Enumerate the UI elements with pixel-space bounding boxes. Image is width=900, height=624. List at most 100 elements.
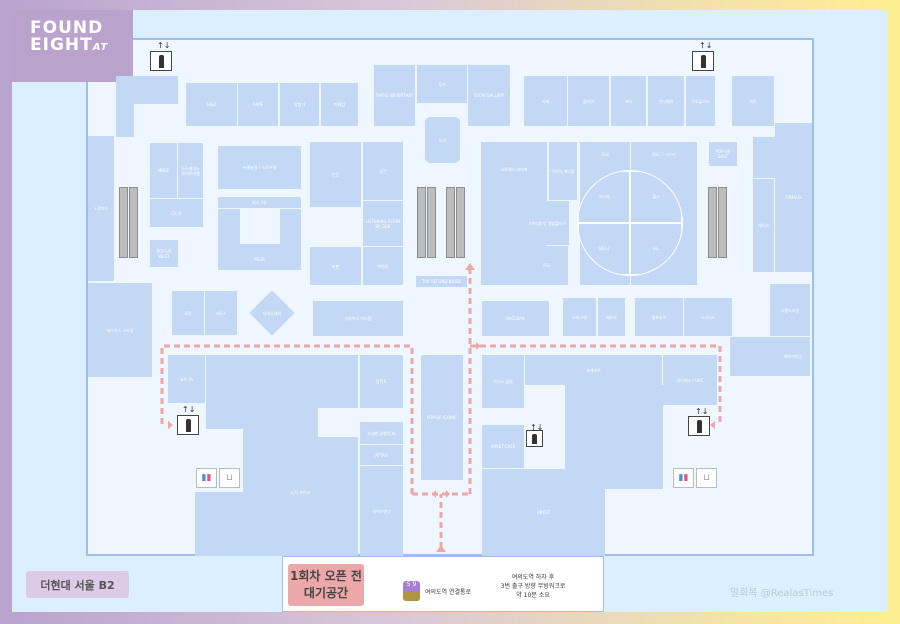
store[interactable]: 크로스	[205, 291, 237, 335]
store[interactable]: 사베	[524, 76, 567, 126]
store-label: 다이스데이	[262, 310, 282, 316]
store[interactable]: 포터	[611, 76, 646, 126]
logo-line1: FOUND	[30, 18, 104, 38]
store[interactable]: 배포토	[598, 298, 625, 336]
tax-refund-kiosk[interactable]: TAX REFUND KIOSK	[416, 276, 467, 287]
up-down-arrows-icon: ↑↓	[695, 407, 709, 416]
store[interactable]: CK 진	[150, 199, 203, 227]
up-down-arrows-icon: ↑↓	[699, 41, 713, 50]
directions-text: 여의도역 하차 후 3번 출구 방향 무빙워크로 약 10분 소요	[483, 573, 583, 600]
store[interactable]: 에이치스 스타일	[88, 283, 152, 377]
store[interactable]: 구호플러스	[686, 76, 715, 126]
store[interactable]: 언더웨어	[648, 76, 684, 126]
escalator-icon	[417, 187, 436, 258]
store[interactable]: 스미스앤	[563, 298, 596, 336]
store[interactable]: THISIS NEVERTHAT	[374, 65, 415, 126]
store[interactable]: 니치 라이프	[243, 429, 358, 556]
restroom-icon: ▮▮	[673, 468, 694, 488]
store[interactable]: 탐탁토	[360, 355, 403, 408]
store[interactable]: 코스메	[578, 171, 630, 223]
store[interactable]: 노랑지수	[88, 136, 114, 281]
elevator-icon[interactable]	[688, 416, 710, 436]
store[interactable]: 던킨	[310, 142, 361, 207]
store[interactable]: 누메뉴얼 / 드로우핏	[218, 146, 301, 189]
store[interactable]: FPMAUS	[775, 123, 812, 272]
store[interactable]: BeCLEAN	[482, 301, 549, 336]
arrow-left-icon	[432, 490, 436, 498]
arrow-up-icon	[436, 545, 446, 552]
store[interactable]: 조세핀 꽃향기 바	[360, 422, 403, 444]
store[interactable]: 플라워	[568, 76, 609, 126]
store[interactable]: FSS	[526, 246, 568, 285]
store[interactable]	[195, 492, 243, 556]
store[interactable]: 20CM GALLERY	[468, 65, 510, 126]
arrow-up-icon	[465, 263, 475, 270]
store[interactable]: 레이스앤디	[360, 466, 403, 556]
store[interactable]: LISTENING ROOM BY ODE	[363, 201, 403, 246]
subway-icon: 5 9	[403, 581, 420, 601]
elevator-icon[interactable]	[526, 430, 543, 447]
store[interactable]: 헬스	[630, 171, 682, 223]
store[interactable]: ARKET CAFE	[482, 425, 524, 468]
store[interactable]: MEEE	[150, 143, 177, 198]
store[interactable]: POP-UP EAST	[709, 142, 737, 166]
store[interactable]: 딱지의 메이플	[549, 142, 577, 200]
store[interactable]: 오가	[425, 117, 460, 163]
store[interactable]: 탐험가	[280, 83, 319, 126]
watermark: 말희복 @RealasTimes	[730, 588, 834, 599]
store[interactable]: [아이엠어] 앨범플러스	[526, 201, 569, 245]
logo-suffix: AT	[92, 42, 109, 53]
store[interactable]: 마뗑킴	[363, 247, 403, 285]
directions-line: 3번 출구 방향 무빙워크로	[500, 583, 566, 590]
store[interactable]: POP-UP ICONIC	[421, 355, 463, 480]
elevator-icon[interactable]	[177, 415, 199, 435]
store[interactable]: 요트 Ya	[168, 355, 205, 403]
floor-label: 더현대 서울 B2	[26, 571, 129, 598]
elevator-icon[interactable]	[150, 51, 172, 71]
void	[240, 209, 280, 244]
store[interactable]: ARKET	[482, 469, 605, 556]
elevator-icon[interactable]	[692, 51, 714, 71]
store[interactable]: 공간	[363, 142, 403, 200]
waiting-title-line1: 1회차 오픈 전	[290, 569, 362, 583]
up-down-arrows-icon: ↑↓	[530, 423, 544, 432]
store[interactable]: 디자이너 커스텀	[313, 301, 403, 336]
arrow-right-icon	[168, 421, 173, 429]
store[interactable]: 노스페이스 화이트라벨	[178, 143, 203, 198]
store[interactable]: 마뗑킴	[321, 83, 358, 126]
store[interactable]: 바펜	[310, 247, 361, 285]
store[interactable]: 포레스트	[525, 355, 662, 385]
store[interactable]: 모노	[630, 223, 682, 275]
store[interactable]: 시사이드	[684, 298, 732, 336]
directions-line: 약 10분 소요	[516, 592, 550, 599]
store[interactable]	[116, 76, 178, 104]
store[interactable]: 스탠드오일	[770, 284, 810, 336]
store[interactable]: 최소그릇	[218, 197, 301, 208]
restroom-icon: ▮▮	[196, 468, 217, 488]
store[interactable]: 렉토	[732, 76, 774, 126]
water-fountain-icon: ⊔	[219, 468, 240, 488]
store[interactable]	[753, 137, 775, 178]
store[interactable]: POP-UP WEST	[150, 240, 178, 267]
store[interactable]: 이이헤스 / LMC	[663, 355, 717, 405]
store[interactable]: 에프리미엄	[730, 337, 810, 376]
restroom-group: ▮▮⊔	[673, 468, 717, 488]
store[interactable]: 아디스 블룸	[482, 355, 524, 408]
store[interactable]	[116, 104, 134, 137]
store[interactable]: 에이드	[753, 179, 774, 272]
store[interactable]: ATTAG	[360, 445, 403, 465]
store[interactable]: 모락	[172, 291, 204, 335]
store[interactable]: 헬프바이	[635, 298, 683, 336]
store[interactable]: 하모니	[578, 223, 630, 275]
up-down-arrows-icon: ↑↓	[182, 405, 196, 414]
logo-line2: EIGHT	[30, 35, 93, 55]
escalator-icon	[708, 187, 727, 258]
up-down-arrows-icon: ↑↓	[157, 41, 171, 50]
store[interactable]: AAPE	[238, 83, 278, 126]
arrow-right-icon	[476, 342, 481, 350]
store[interactable]: H&B	[186, 83, 237, 126]
water-fountain-icon: ⊔	[696, 468, 717, 488]
store[interactable]: 무쉬	[417, 65, 467, 103]
